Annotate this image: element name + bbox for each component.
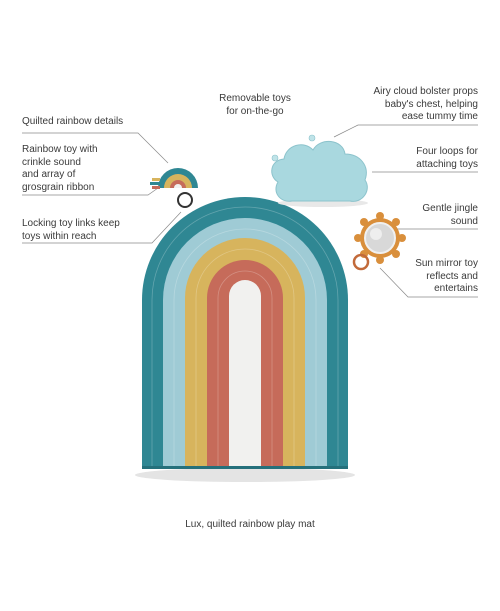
callout-locking-links: Locking toy links keep toys within reach <box>22 218 120 242</box>
rainbow-toy <box>150 168 198 208</box>
toy-link-ring <box>177 192 193 208</box>
callout-sun-mirror: Sun mirror toy reflects and entertains <box>415 258 478 294</box>
callout-cloud-bolster: Airy cloud bolster props baby's chest, h… <box>373 86 479 122</box>
callout-jingle: Gentle jingle sound <box>422 203 478 227</box>
cloud-bolster <box>271 134 368 207</box>
mat-shadow <box>135 468 355 482</box>
sun-mirror-toy <box>352 212 406 271</box>
leader-line-quilted <box>22 132 169 164</box>
leader-line-rainbow-toy <box>22 187 159 196</box>
callout-four-loops: Four loops for attaching toys <box>416 146 478 170</box>
leader-line-cloud <box>333 124 478 138</box>
callout-quilted-rainbow: Quilted rainbow details <box>22 116 124 127</box>
leader-line-locking-links <box>22 211 182 244</box>
callout-rainbow-toy: Rainbow toy with crinkle sound and array… <box>22 144 98 193</box>
callout-removable-toys: Removable toys for on-the-go <box>219 93 291 117</box>
leader-line-sun <box>379 267 478 298</box>
mat-bottom-edge <box>142 466 348 469</box>
mat-center-band <box>229 280 261 468</box>
quilt-stitching <box>151 206 339 468</box>
caption: Lux, quilted rainbow play mat <box>185 519 315 530</box>
rainbow-mat <box>142 197 348 469</box>
